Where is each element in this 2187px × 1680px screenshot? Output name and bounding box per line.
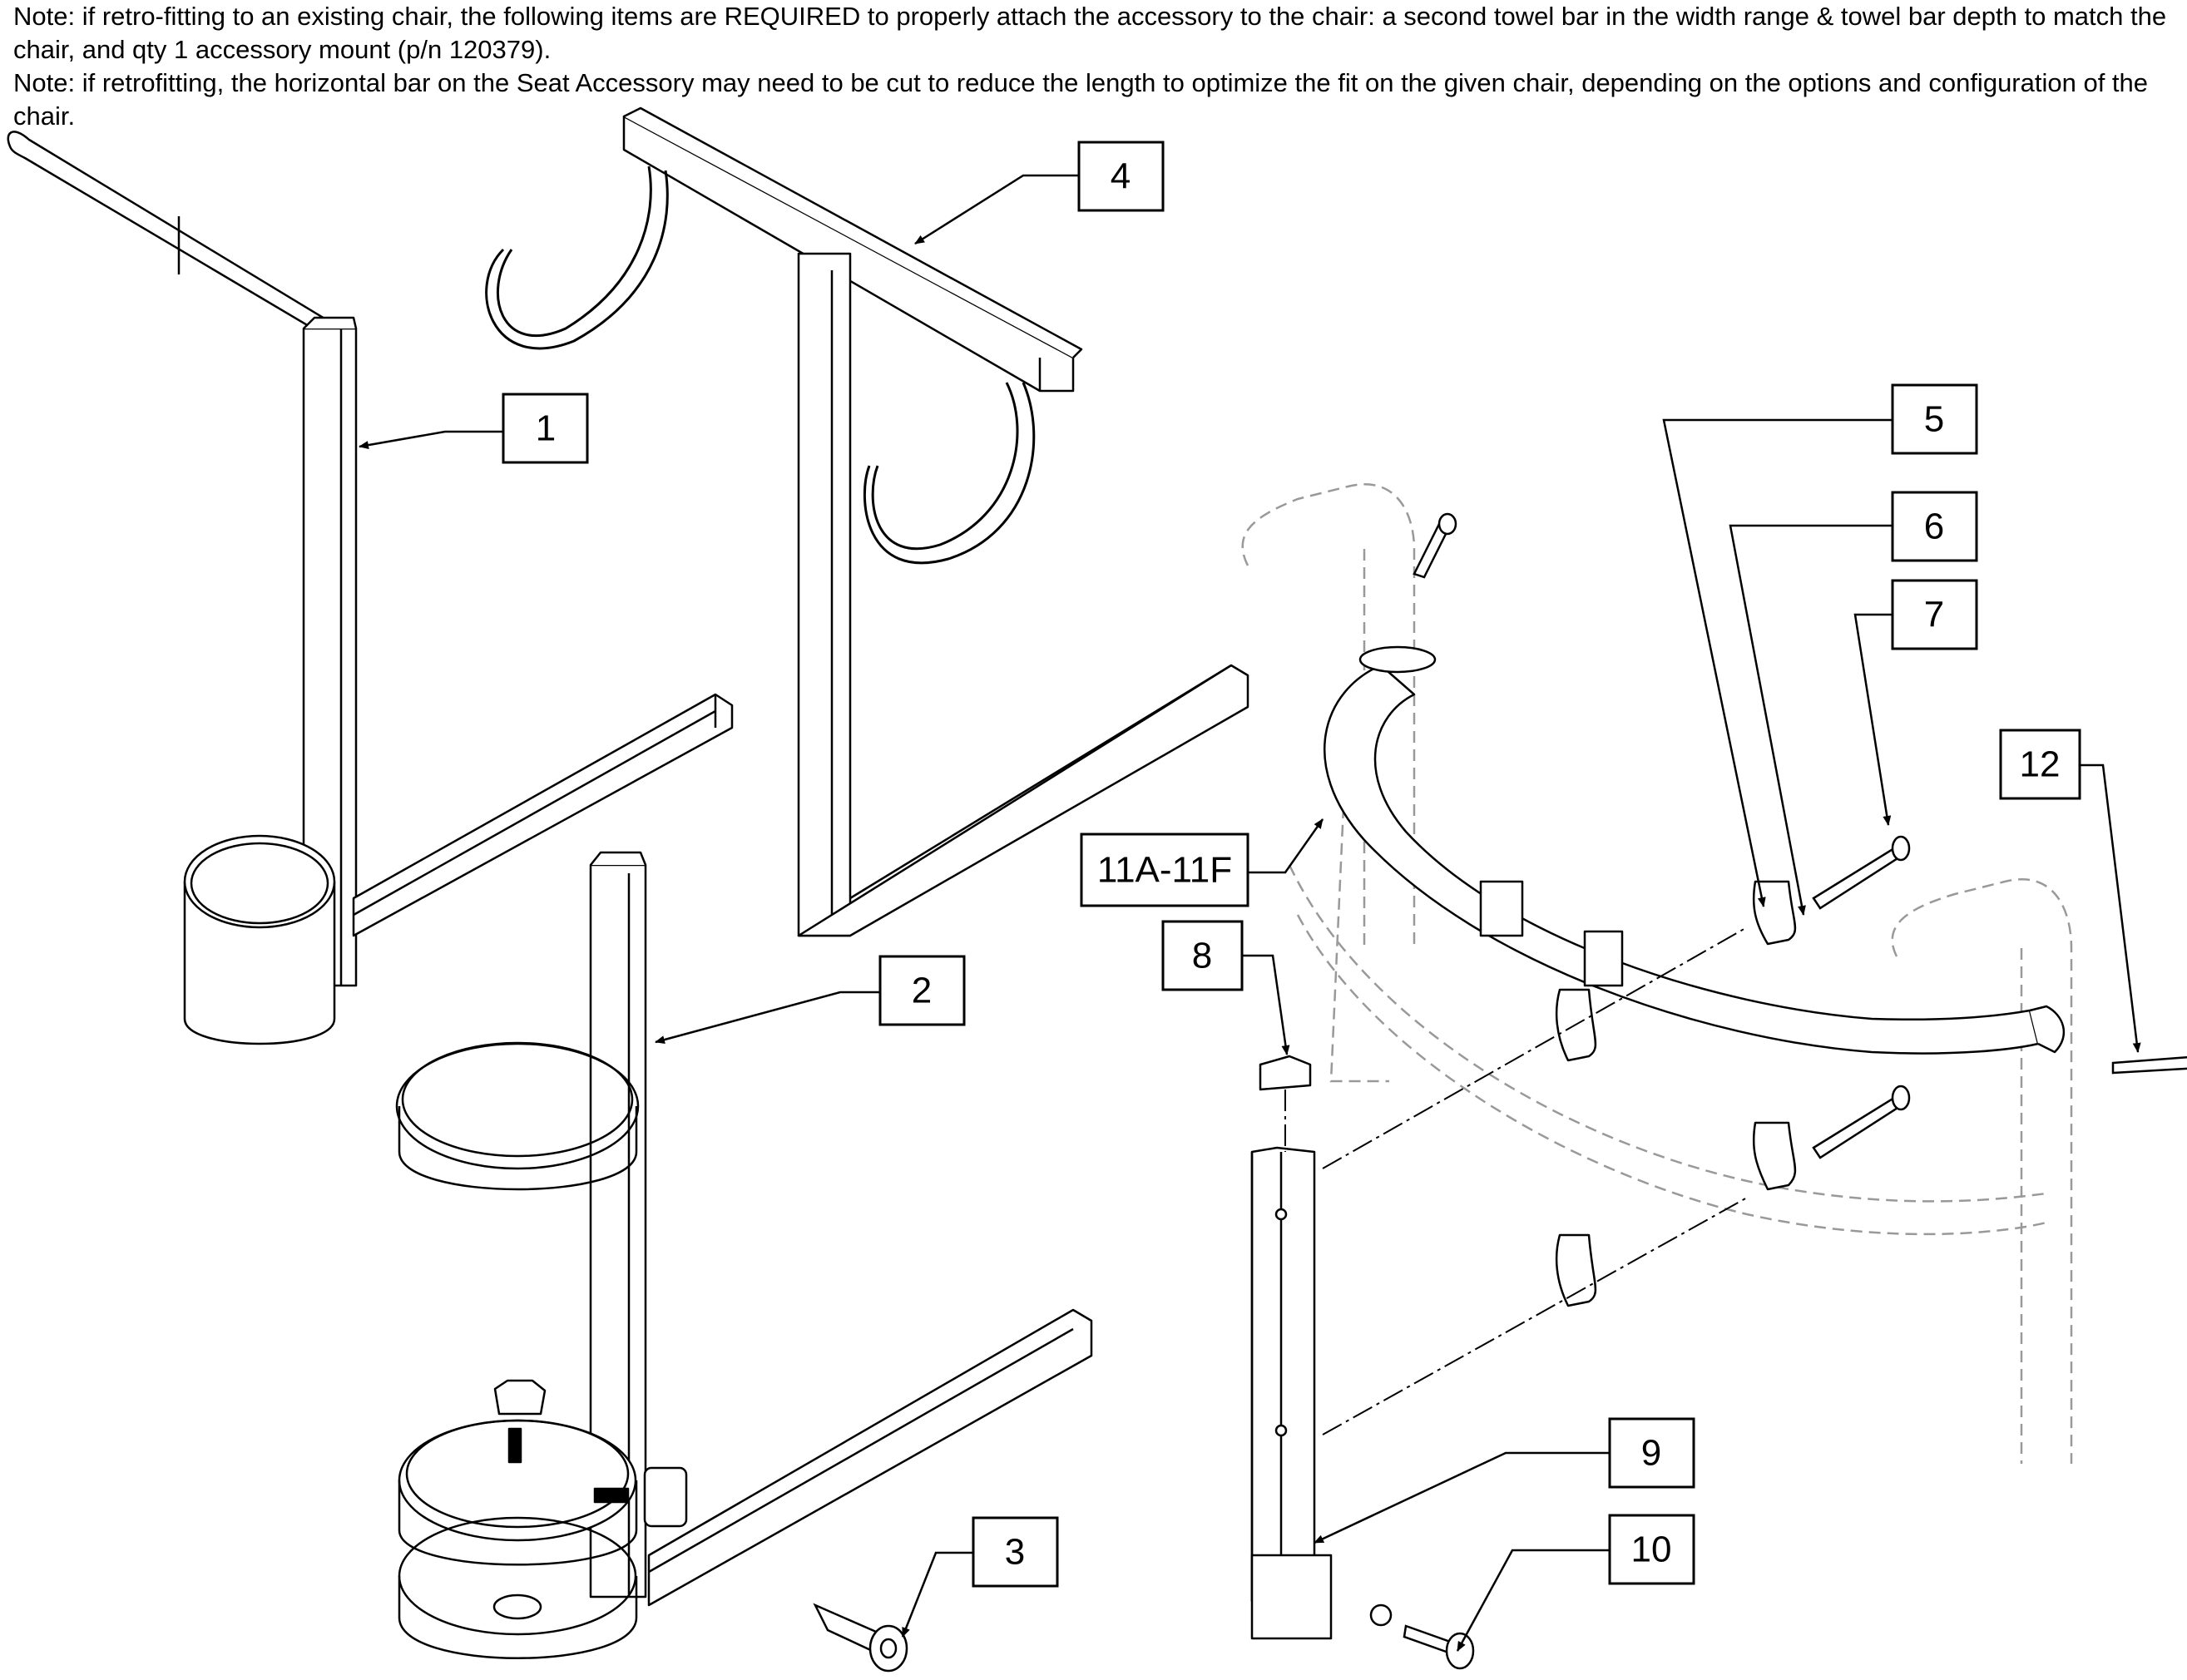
callout-label-7: 7 (1924, 595, 1944, 635)
notes-block: Note: if retro-fitting to an existing ch… (13, 0, 2168, 133)
callout-label-5: 5 (1924, 399, 1944, 440)
part-9-accessory-mount (1250, 1055, 1393, 1640)
callout-label-2: 2 (912, 971, 932, 1011)
callout-box-9 (1608, 1417, 1695, 1489)
assembly-lines (1284, 926, 1748, 1435)
part-10-bolt (1403, 1624, 1475, 1670)
note-cut-horizontal-bar: Note: if retrofitting, the horizontal ba… (13, 68, 2149, 131)
callout-box-10 (1608, 1514, 1695, 1585)
callout-box-4 (1077, 141, 1165, 212)
callout-box-3 (972, 1516, 1059, 1588)
part-2-bottle-holder (395, 851, 1093, 1659)
callout-label-4: 4 (1111, 156, 1131, 197)
bolts (1413, 512, 2187, 1159)
callout-label-6: 6 (1924, 506, 1944, 547)
callout-label-1: 1 (536, 408, 556, 449)
part-3-screw (813, 1603, 908, 1673)
callout-label-11: 11A-11F (1097, 850, 1232, 891)
callout-label-3: 3 (1005, 1532, 1025, 1573)
callout-label-8: 8 (1192, 936, 1212, 976)
part-4-hook-bar (485, 106, 1249, 937)
callout-box-8 (1161, 920, 1244, 991)
part-1-cup-holder (7, 131, 734, 1045)
chair-frame-phantom (1241, 483, 2073, 1464)
callout-boxes (502, 141, 2081, 1588)
callout-box-6 (1891, 491, 1978, 562)
callout-box-7 (1891, 579, 1978, 650)
callout-box-1 (502, 393, 589, 464)
callout-label-10: 10 (1631, 1529, 1672, 1570)
callout-box-11 (1080, 833, 1249, 907)
callout-box-5 (1891, 383, 1978, 455)
part-11-towel-bar (1324, 645, 2065, 1307)
callout-box-12 (1999, 729, 2081, 800)
note-retrofit-required: Note: if retro-fitting to an existing ch… (13, 2, 2167, 64)
callout-box-2 (878, 955, 966, 1026)
callout-lines (359, 174, 2141, 1652)
callout-label-9: 9 (1641, 1433, 1661, 1474)
callout-label-12: 12 (2020, 744, 2061, 785)
